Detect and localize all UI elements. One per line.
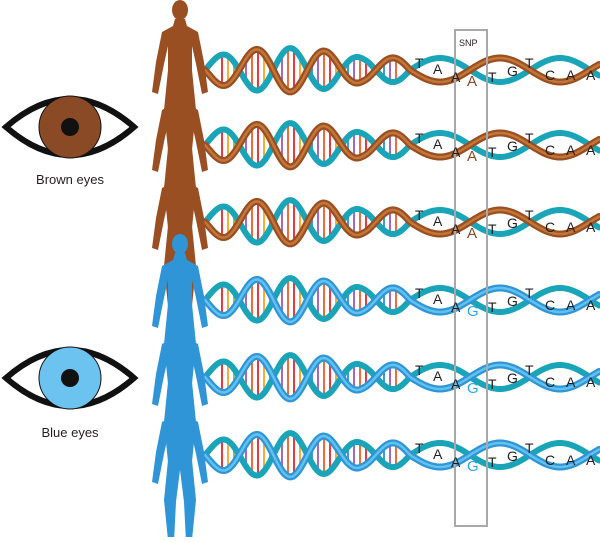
sequence-base: G (507, 293, 518, 309)
dna-backbone-highlight (203, 433, 600, 479)
dna-strand-4 (201, 275, 600, 326)
sequence-base: T (525, 440, 534, 456)
blue-eye-icon (1, 346, 139, 410)
human-figures (152, 0, 208, 542)
sequence-base: C (545, 297, 556, 313)
sequence-base: T (488, 376, 497, 392)
sequence-base: A (433, 61, 443, 77)
sequence-base: A (451, 69, 461, 85)
sequence-base: T (525, 362, 534, 378)
sequence-base: A (566, 219, 576, 235)
dna-strand-1 (201, 45, 600, 96)
sequence-base: T (488, 299, 497, 315)
sequence-base: T (415, 362, 424, 378)
sequence-base: A (566, 297, 576, 313)
snp-highlight-box (454, 29, 488, 527)
dna-backbone-inner (202, 197, 600, 246)
sequence-base: A (433, 446, 443, 462)
sequence-base: T (415, 440, 424, 456)
sequence-base: G (507, 138, 518, 154)
dna-backbone-inner (202, 352, 600, 401)
snp-base-5: G (467, 380, 479, 397)
sequence-base: A (566, 67, 576, 83)
sequence-base: A (451, 454, 461, 470)
sequence-base: G (507, 63, 518, 79)
sequence-base: A (451, 221, 461, 237)
sequence-base: T (488, 221, 497, 237)
dna-backbone-highlight (203, 355, 600, 401)
eyes (1, 95, 139, 410)
snp-label: SNP (459, 38, 478, 48)
sequence-base: T (488, 69, 497, 85)
sequence-base: T (488, 144, 497, 160)
sequence-base: A (586, 67, 596, 83)
snp-base-4: G (467, 303, 479, 320)
dna-strand-5 (201, 352, 600, 403)
sequence-base: A (586, 142, 596, 158)
dna-backbone-inner (202, 120, 600, 169)
brown-eye-icon (1, 95, 139, 159)
sequence-base: G (507, 370, 518, 386)
sequence-base: T (525, 130, 534, 146)
snp-base-6: G (467, 458, 479, 475)
sequence-base: A (451, 376, 461, 392)
sequence-base: A (566, 374, 576, 390)
dna-backbone-inner (202, 275, 600, 324)
sequence-base: A (586, 452, 596, 468)
dna-backbone-highlight (203, 278, 600, 324)
snp-base-3: A (467, 225, 478, 242)
sequence-base: T (488, 454, 497, 470)
dna-strand-6 (201, 430, 600, 481)
sequence-base: C (545, 219, 556, 235)
sequence-base: T (415, 285, 424, 301)
dna-strand-2 (201, 120, 600, 171)
sequence-base: A (586, 219, 596, 235)
sequence-base: G (507, 448, 518, 464)
dna-strands (201, 45, 600, 481)
human-figure-6 (152, 390, 208, 542)
sequence-base: A (451, 144, 461, 160)
sequence-base: T (415, 130, 424, 146)
sequence-base: A (586, 374, 596, 390)
sequence-base: T (415, 207, 424, 223)
dna-backbone-highlight (203, 200, 600, 246)
blue-eyes-label: Blue eyes (41, 425, 99, 440)
sequence-base: T (525, 55, 534, 71)
dna-backbone-highlight (203, 123, 600, 169)
sequence-base: A (566, 452, 576, 468)
sequence-base: A (566, 142, 576, 158)
sequence-base: A (433, 368, 443, 384)
sequence-base: C (545, 67, 556, 83)
sequence-base: A (451, 299, 461, 315)
brown-eyes-label: Brown eyes (36, 172, 104, 187)
sequence-base: C (545, 142, 556, 158)
sequence-base: T (525, 207, 534, 223)
snp-base-2: A (467, 148, 478, 165)
sequence-base: T (415, 55, 424, 71)
sequence-base: A (586, 297, 596, 313)
snp-base-1: A (467, 73, 478, 90)
sequence-base: T (525, 285, 534, 301)
dna-backbone-inner (202, 45, 600, 94)
sequence-base: A (433, 136, 443, 152)
sequence-base: G (507, 215, 518, 231)
sequence-base: C (545, 374, 556, 390)
sequence-base: A (433, 291, 443, 307)
sequence-base: C (545, 452, 556, 468)
sequence-base: A (433, 213, 443, 229)
dna-backbone-highlight (203, 48, 600, 94)
dna-backbone-inner (202, 430, 600, 479)
dna-strand-3 (201, 197, 600, 248)
